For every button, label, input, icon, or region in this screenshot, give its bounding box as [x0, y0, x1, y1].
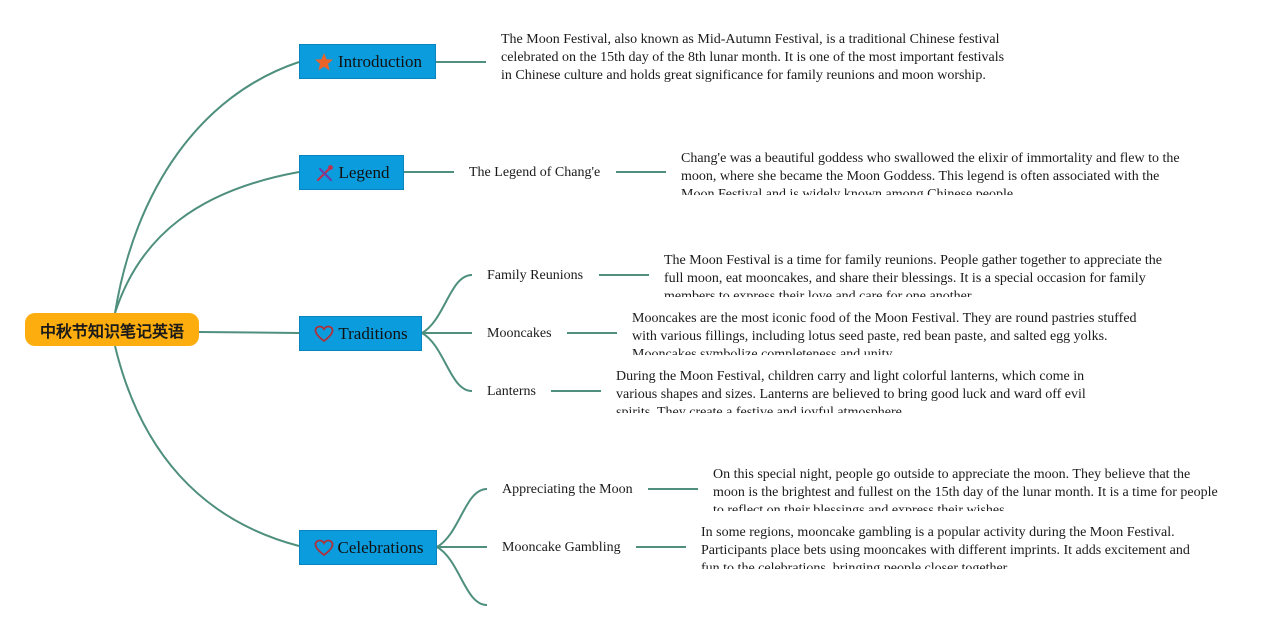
connector-traditions-family [421, 274, 473, 334]
topic-introduction-label: Introduction [337, 51, 423, 71]
topic-traditions[interactable]: Traditions [299, 316, 422, 351]
topic-introduction[interactable]: Introduction [299, 44, 436, 79]
appreciating-moon-note: On this special night, people go outside… [713, 467, 1218, 511]
traditions-sub-mooncakes[interactable]: Mooncakes [487, 326, 552, 341]
topic-celebrations[interactable]: Celebrations [299, 530, 437, 565]
celebrations-sub-appreciating-moon[interactable]: Appreciating the Moon [502, 482, 633, 497]
heart-icon [313, 537, 335, 559]
topic-celebrations-label: Celebrations [337, 537, 424, 557]
legend-sub-changE[interactable]: The Legend of Chang'e [469, 165, 601, 180]
connector-celebrations-moon [436, 488, 488, 548]
family-reunions-note: The Moon Festival is a time for family r… [664, 253, 1163, 297]
traditions-sub-lanterns[interactable]: Lanterns [487, 384, 536, 399]
root-node[interactable]: 中秋节知识笔记英语 [25, 313, 199, 346]
mooncake-gambling-note: In some regions, mooncake gambling is a … [701, 525, 1190, 569]
introduction-note: The Moon Festival, also known as Mid-Aut… [501, 32, 1005, 83]
connector-celebrations-empty [436, 546, 488, 606]
mooncakes-note: Mooncakes are the most iconic food of th… [632, 311, 1137, 355]
connector-root-introduction [114, 61, 300, 314]
tools-icon [314, 162, 336, 184]
heart-icon [313, 323, 335, 345]
topic-traditions-label: Traditions [338, 323, 408, 343]
connector-traditions-lanterns [421, 332, 473, 392]
traditions-sub-family-reunions[interactable]: Family Reunions [487, 268, 584, 283]
lanterns-note: During the Moon Festival, children carry… [616, 369, 1086, 413]
star-icon [313, 51, 335, 73]
topic-legend-label: Legend [338, 162, 390, 182]
connector-root-celebrations [114, 345, 300, 547]
connector-root-traditions [198, 331, 300, 334]
legend-note: Chang'e was a beautiful goddess who swal… [681, 151, 1180, 195]
connector-root-legend [114, 171, 300, 314]
root-label: 中秋节知识笔记英语 [39, 321, 184, 341]
celebrations-sub-mooncake-gambling[interactable]: Mooncake Gambling [502, 540, 621, 555]
topic-legend[interactable]: Legend [299, 155, 404, 190]
